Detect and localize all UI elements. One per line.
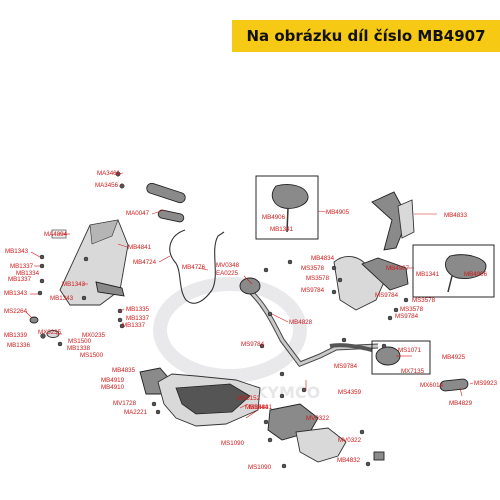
label-MS5152: MS5152	[237, 395, 261, 402]
left-mirror-box	[255, 175, 319, 240]
label-MS1500-a: MS1500	[68, 338, 92, 345]
label-MB4925: MB4925	[442, 354, 466, 361]
label-MS1500-b: MS1500	[80, 352, 104, 359]
label-MB4910: MB4910	[101, 384, 125, 391]
label-MB1336: MB1336	[7, 342, 31, 349]
label-MB1334: MB1334	[16, 270, 40, 277]
label-MB1343-c: MB1343	[62, 281, 86, 288]
label-MA3461: MA3461	[97, 170, 121, 177]
label-MB4919: MB4919	[101, 377, 125, 384]
label-MS9784-b: MS9784	[241, 341, 265, 348]
label-MS4359: MS4359	[338, 389, 362, 396]
label-MB1337-b: MB1337	[8, 276, 32, 283]
label-MB1339: MB1339	[4, 332, 28, 339]
label-MX7135: MX7135	[401, 368, 425, 375]
label-MB4832: MB4832	[337, 457, 361, 464]
label-MB1343-a: MB1343	[5, 248, 29, 255]
label-MS3578-a: MS3578	[301, 265, 325, 272]
label-MV1728: MV1728	[113, 400, 137, 407]
label-MV0322-a: MV0322	[306, 415, 330, 422]
label-EA0225: EA0225	[216, 270, 239, 277]
label-MB1343-d: MB1343	[50, 295, 74, 302]
kymco-watermark: KYMCO	[153, 277, 320, 402]
label-MB4834: MB4834	[311, 255, 335, 262]
label-MS9784-c: MS9784	[395, 313, 419, 320]
label-MB4835: MB4835	[112, 367, 136, 374]
label-MS9923: MS9923	[474, 380, 498, 387]
label-MB1644: MB1644	[245, 404, 269, 411]
label-MB1337-a: MB1337	[10, 263, 34, 270]
label-MA4894: MA4894	[44, 231, 68, 238]
label-MB1337-c: MB1337	[126, 315, 150, 322]
part-labels: MA3461 MA3456 MA0047 MB4724 MA4894 MB484…	[4, 170, 498, 471]
right-mirror-box	[412, 244, 495, 298]
label-MB4905: MB4905	[326, 209, 350, 216]
label-MS1071: MS1071	[398, 347, 422, 354]
label-MB4724: MB4724	[133, 259, 157, 266]
watermark-text: KYMCO	[255, 383, 320, 402]
label-MV0348: MV0348	[216, 262, 240, 269]
label-MV0322-b: MV0322	[338, 437, 362, 444]
label-MS9784-e: MS9784	[334, 363, 358, 370]
label-MA2221: MA2221	[124, 409, 148, 416]
label-MA3456: MA3456	[95, 182, 119, 189]
label-MB4833: MB4833	[444, 212, 468, 219]
label-MB4906-a: MB4906	[262, 214, 286, 221]
label-MX0235-b: MX0235	[82, 332, 106, 339]
label-MS1090-a: MS1090	[221, 440, 245, 447]
label-MS9784-d: MS9784	[375, 292, 399, 299]
right-grip	[439, 378, 469, 392]
label-MS1090-b: MS1090	[248, 464, 272, 471]
label-MX0235-a: MX0235	[38, 329, 62, 336]
label-MS3578-c: MS3578	[412, 297, 436, 304]
label-MB4831: MB4831	[249, 404, 273, 411]
part-number-banner: Na obrázku díl číslo MB4907	[232, 20, 500, 52]
label-MB1337-d: MB1337	[122, 322, 146, 329]
label-MX6014: MX6014	[420, 382, 444, 389]
label-MA0047: MA0047	[126, 210, 150, 217]
label-MS9784-a: MS9784	[301, 287, 325, 294]
mount-rubbers	[29, 316, 63, 347]
label-MB4829: MB4829	[449, 400, 473, 407]
label-MB4906-b: MB4906	[464, 271, 488, 278]
right-switch-box	[371, 340, 431, 375]
label-MS3578-b: MS3578	[306, 275, 330, 282]
label-MB4828: MB4828	[289, 319, 313, 326]
label-MB4907: MB4907	[386, 265, 410, 272]
label-MB4841: MB4841	[128, 244, 152, 251]
label-MB1341-b: MB1341	[416, 271, 440, 278]
handlebar	[239, 277, 379, 368]
label-MB1335: MB1335	[126, 306, 150, 313]
label-MS3578-d: MS3578	[400, 306, 424, 313]
label-MS2264: MS2264	[4, 308, 28, 315]
leader-lines	[25, 172, 474, 419]
front-cover	[139, 367, 261, 427]
label-MB1341-a: MB1341	[270, 226, 294, 233]
label-MB4776: MB4776	[182, 264, 206, 271]
label-MB1343-b: MB1343	[4, 290, 28, 297]
label-MB1338: MB1338	[67, 345, 91, 352]
throttle-cable	[169, 229, 225, 304]
